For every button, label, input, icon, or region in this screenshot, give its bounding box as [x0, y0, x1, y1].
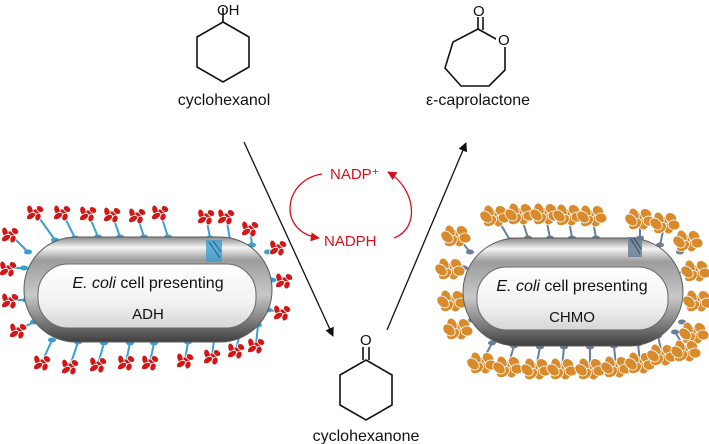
- chmo-enzyme-10: [434, 257, 468, 281]
- chmo-enzyme-19: [546, 344, 578, 381]
- cyclohexanol-ring: [196, 21, 250, 83]
- caprolactone-label: ε-caprolactone: [426, 92, 530, 109]
- adh-enzyme-21: [141, 340, 160, 372]
- cyclohexanol-structure: OH: [196, 2, 250, 83]
- chmo-cell-window: [476, 266, 669, 331]
- chmo-surface-enzymes: [434, 202, 709, 381]
- adh-enzyme-18: [61, 339, 82, 376]
- adh-enzyme-4: [103, 206, 124, 240]
- nadp-plus-label: NADP⁺: [330, 166, 380, 183]
- oxidation-cycle-arrow: [387, 171, 413, 239]
- cyclohexanone-o-label: O: [360, 332, 372, 349]
- adh-cell-title: E. coli cell presenting: [72, 275, 223, 292]
- caprolactone-carbonyl-o: O: [473, 3, 485, 20]
- adh-enzyme-5: [128, 207, 148, 240]
- adh-enzyme-14: [264, 239, 288, 257]
- chmo-enzyme-16: [466, 340, 498, 375]
- adh-enzyme-15: [268, 272, 294, 290]
- chmo-enzyme-9: [440, 224, 474, 255]
- chmo-membrane-anchor-icon: [628, 237, 642, 257]
- adh-enzyme-13: [9, 319, 38, 340]
- adh-enzyme-22: [176, 339, 195, 370]
- cyclohexanone-structure: O: [339, 332, 393, 421]
- caprolactone-ring-o-mask: [496, 29, 512, 47]
- adh-surface-enzymes: [0, 204, 294, 376]
- chmo-enzyme-14: [682, 289, 709, 313]
- caprolactone-ring-o: O: [498, 32, 510, 49]
- chmo-enzyme-17: [492, 343, 524, 379]
- cyclohexanol-oh-label: OH: [217, 2, 240, 19]
- chmo-enzyme-6: [624, 207, 656, 241]
- adh-enzyme-2: [53, 204, 79, 241]
- caprolactone-structure: O O: [444, 3, 512, 87]
- chmo-cell-title: E. coli cell presenting: [496, 278, 647, 295]
- chmo-enzyme-2: [504, 202, 536, 241]
- adh-enzyme-17: [33, 337, 56, 372]
- chmo-enzyme-3: [529, 202, 561, 241]
- chmo-enzyme-8: [672, 229, 704, 255]
- adh-cell: E. coli cell presenting ADH: [0, 204, 294, 376]
- chmo-enzyme-21: [600, 343, 632, 379]
- cyclohexanone-ring: [339, 359, 393, 421]
- adh-cell-window: [37, 263, 257, 329]
- adh-enzyme-1: [26, 204, 59, 243]
- chmo-cell: E. coli cell presenting CHMO: [434, 202, 709, 381]
- chmo-enzyme-24: [670, 329, 702, 363]
- reduction-cycle-arrow: [289, 173, 323, 242]
- caprolactone-ring: [444, 28, 506, 87]
- chmo-enzyme-label: CHMO: [549, 309, 595, 326]
- cyclohexanone-label: cyclohexanone: [313, 428, 420, 444]
- adh-enzyme-20: [117, 340, 136, 372]
- chmo-enzyme-5: [576, 204, 608, 241]
- adh-enzyme-6: [151, 204, 172, 240]
- oxidation-arrow: [243, 141, 334, 337]
- adh-enzyme-19: [89, 340, 108, 374]
- adh-enzyme-10: [1, 226, 32, 255]
- chmo-enzyme-7: [649, 211, 681, 248]
- nadph-label: NADPH: [324, 233, 377, 250]
- adh-membrane-anchor-icon: [206, 240, 222, 262]
- adh-enzyme-11: [0, 260, 28, 278]
- chmo-enzyme-20: [574, 344, 606, 381]
- adh-enzyme-3: [79, 205, 102, 240]
- chmo-enzyme-18: [520, 344, 552, 381]
- adh-enzyme-label: ADH: [132, 306, 164, 323]
- adh-enzyme-7: [197, 208, 216, 241]
- adh-enzyme-16: [264, 304, 292, 322]
- chmo-enzyme-22: [624, 341, 656, 375]
- adh-enzyme-8: [217, 208, 236, 243]
- cyclohexanol-label: cyclohexanol: [178, 92, 271, 109]
- chmo-enzyme-13: [680, 259, 709, 283]
- baeyer-villiger-arrow: [386, 142, 468, 331]
